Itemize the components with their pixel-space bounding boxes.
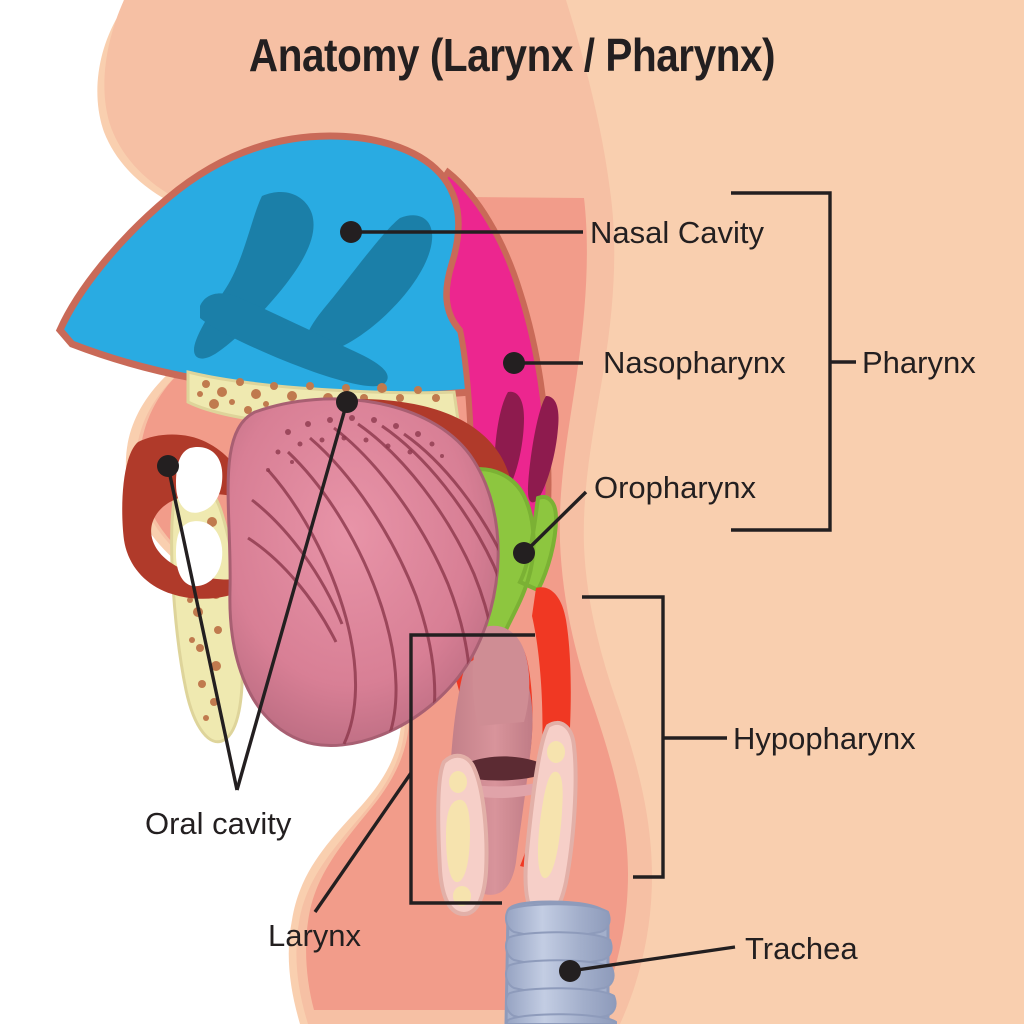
pharynx-bracket xyxy=(731,191,856,532)
leader-lines xyxy=(166,191,856,973)
marker-nasal-cavity xyxy=(340,221,362,243)
leader-larynx xyxy=(313,772,413,913)
leader-oral-cavity-b xyxy=(235,401,349,791)
trachea-ring-2 xyxy=(505,931,613,966)
cartilage-core-upper-left xyxy=(449,771,467,793)
trachea-ring-4 xyxy=(505,987,617,1022)
marker-nasopharynx xyxy=(503,352,525,374)
page-title: Anatomy (Larynx / Pharynx) xyxy=(248,29,776,81)
label-trachea: Trachea xyxy=(745,931,858,966)
label-pharynx: Pharynx xyxy=(862,345,976,380)
label-larynx: Larynx xyxy=(268,918,362,953)
label-oral-cavity: Oral cavity xyxy=(145,806,292,841)
leader-trachea xyxy=(569,945,736,973)
nasopharynx-region xyxy=(440,167,552,563)
marker-oral-cavity-palate xyxy=(336,391,358,413)
marker-oropharynx xyxy=(513,542,535,564)
trachea-ring-5 xyxy=(504,1013,617,1024)
adenoid-fold-right xyxy=(528,396,559,503)
cartilage-core-right xyxy=(538,771,563,879)
label-hypopharynx: Hypopharynx xyxy=(733,721,916,756)
trachea-ring-1 xyxy=(505,903,611,938)
tooth-upper xyxy=(176,446,223,513)
larynx-bracket xyxy=(409,633,535,905)
label-nasal-cavity: Nasal Cavity xyxy=(590,215,764,250)
cartilage-core-upper-right xyxy=(547,741,565,763)
tooth-lower xyxy=(176,521,223,587)
label-oropharynx: Oropharynx xyxy=(594,470,756,505)
leader-oropharynx xyxy=(522,490,588,555)
label-nasopharynx: Nasopharynx xyxy=(603,345,786,380)
outside-face-area xyxy=(0,0,402,1024)
leader-oral-cavity-a xyxy=(166,465,239,791)
cartilage-core-left xyxy=(446,799,470,883)
marker-dots xyxy=(157,221,581,982)
trachea-tube xyxy=(504,900,617,1024)
hypopharynx-bracket xyxy=(582,595,727,879)
epiglottic-fold xyxy=(472,625,530,726)
cartilage-core-lower-left xyxy=(453,886,471,906)
marker-trachea xyxy=(559,960,581,982)
turbinate-middle xyxy=(305,215,433,354)
tongue-papillae xyxy=(266,415,444,472)
turbinate-inferior xyxy=(200,293,388,387)
marker-oral-cavity-lips xyxy=(157,455,179,477)
